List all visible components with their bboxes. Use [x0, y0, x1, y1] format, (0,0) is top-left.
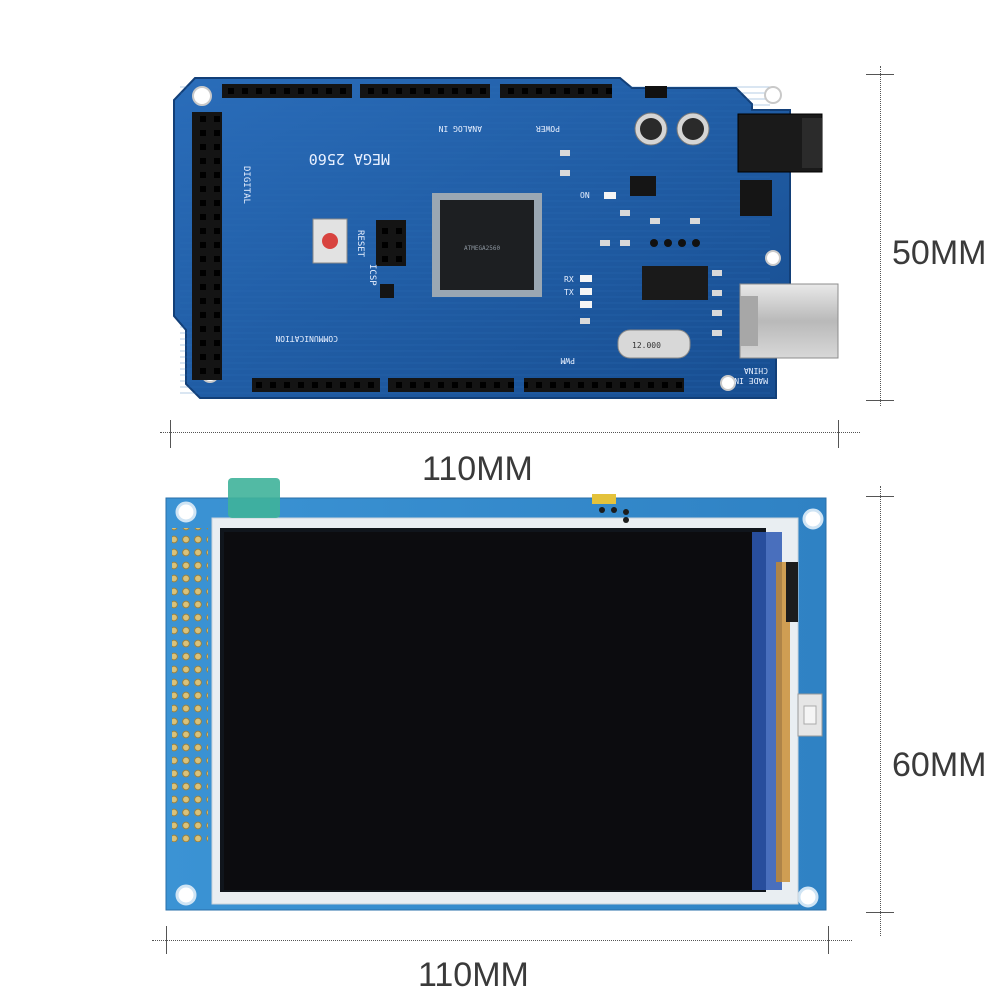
on-label: ON: [580, 191, 590, 200]
mega-2560-board: MEGA 2560 ANALOG IN POWER RESET ICSP DIG…: [173, 77, 839, 399]
power-label: POWER: [536, 124, 560, 133]
analog-header-a7-a0: [360, 84, 490, 98]
dimension-tick: [866, 74, 894, 75]
dimension-line-lcd-height: [880, 486, 881, 936]
voltage-regulator: [740, 180, 772, 216]
dimension-tick: [166, 926, 167, 954]
dimension-tick: [866, 400, 894, 401]
power-led: [604, 192, 616, 199]
communication-label: COMMUNICATION: [275, 334, 338, 343]
pwm-header: [524, 378, 684, 392]
tx-led-label: TX: [564, 288, 574, 297]
usb-serial-ic: [642, 266, 708, 300]
chip-label: ATMEGA2560: [464, 245, 501, 252]
diode: [645, 86, 667, 98]
lcd-width-label: 110MM: [418, 956, 529, 994]
tx-led: [580, 288, 592, 295]
icsp-pin: [380, 284, 394, 298]
dimension-tick: [838, 420, 839, 448]
mounting-hole: [192, 86, 212, 106]
communication-header: [252, 378, 380, 392]
analog-header-a15-a8: [222, 84, 352, 98]
lcd-screen: [224, 532, 752, 890]
made-in-label: MADE IN: [734, 376, 768, 385]
mega-height-label: 50MM: [892, 234, 987, 272]
lcd-height-label: 60MM: [892, 746, 987, 784]
flex-cable: [776, 562, 790, 882]
crystal-oscillator: [617, 329, 691, 359]
rx-led: [580, 275, 592, 282]
dimension-tick: [170, 420, 171, 448]
board-model-label: MEGA 2560: [309, 150, 390, 168]
power-header: [500, 84, 612, 98]
smd-ic: [630, 176, 656, 196]
analog-in-label: ANALOG IN: [438, 124, 482, 133]
shield-pin-header: [172, 528, 208, 842]
reset-label: RESET: [355, 230, 365, 258]
dimension-line-mega-width: [160, 432, 860, 433]
digital-header-22-53: [192, 112, 222, 380]
dimension-line-lcd-width: [152, 940, 852, 941]
dimension-tick: [828, 926, 829, 954]
smd-component: [592, 494, 616, 504]
digital-header-0-7: [388, 378, 514, 392]
reset-button-cap: [322, 233, 338, 249]
dimension-tick: [866, 496, 894, 497]
crystal-label: 12.000: [632, 341, 661, 350]
mounting-hole: [175, 501, 197, 523]
pwm-label: PWM: [560, 356, 575, 365]
icsp-label: ICSP: [367, 264, 377, 286]
rx-led-label: RX: [564, 275, 574, 284]
mega-width-label: 110MM: [422, 450, 533, 488]
atmega2560-chip: [440, 200, 534, 290]
mounting-hole: [802, 508, 824, 530]
mounting-hole: [764, 86, 782, 104]
mounting-hole: [765, 250, 781, 266]
dimension-tick: [866, 912, 894, 913]
mounting-hole: [797, 886, 819, 908]
icsp-header: [376, 220, 406, 266]
l-led: [580, 301, 592, 308]
dimension-line-mega-height: [880, 66, 881, 406]
china-label: CHINA: [744, 366, 768, 375]
mounting-hole: [720, 375, 736, 391]
digital-label: DIGITAL: [241, 166, 251, 204]
lcd-shield: [165, 478, 827, 911]
mounting-hole: [175, 884, 197, 906]
screen-protector-tab: [228, 478, 280, 518]
